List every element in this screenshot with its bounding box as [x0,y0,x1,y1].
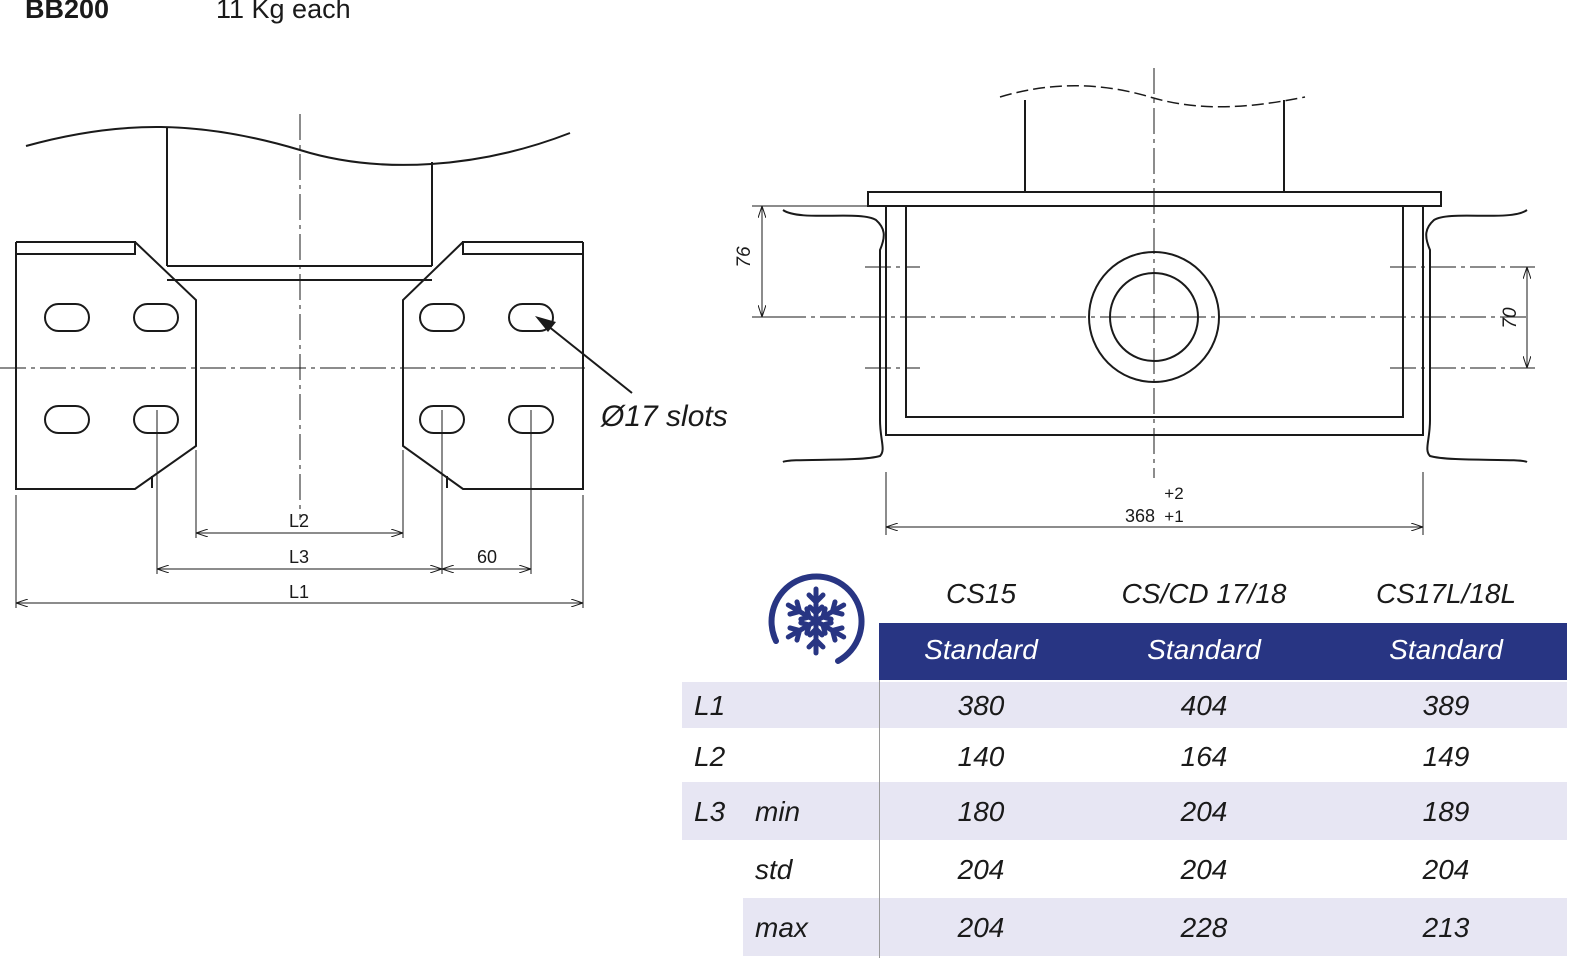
snowflake-icon [768,573,865,664]
tol-minus-label: +1 [1164,507,1183,526]
dim-60-label: 60 [477,547,497,567]
right-bracket [402,241,584,490]
table-cell: 204 [957,912,1005,943]
row-sublabel: max [755,912,808,943]
slot-note: Ø17 slots [600,400,728,433]
subheader-standard: Standard [1389,634,1503,665]
table-cell: 204 [1180,854,1228,885]
row-sublabel: std [755,854,793,885]
col-header-cscd: CS/CD 17/18 [1121,578,1287,609]
table-cell: 164 [1180,741,1228,772]
right-break-line [999,85,1306,108]
col-header-cs17l: CS17L/18L [1375,578,1517,609]
product-code: BB200 [25,0,110,24]
dim-76-label: 76 [734,246,755,268]
tol-plus-label: +2 [1164,484,1183,503]
table-cell: 389 [1422,690,1470,721]
header-band [879,623,1567,680]
subheader-standard: Standard [924,634,1038,665]
left-bracket [15,241,197,490]
col-header-cs15: CS15 [945,578,1017,609]
table-cell: 213 [1422,912,1470,943]
row-label: L1 [694,690,726,721]
dim-l3-label: L3 [289,547,309,567]
dim-l1-label: L1 [289,582,309,602]
product-weight: 11 Kg each [216,0,351,24]
table-cell: 380 [957,690,1005,721]
table-cell: 189 [1422,796,1470,827]
right-view [782,100,1528,463]
left-upright [782,209,885,463]
table-cell: 140 [957,741,1005,772]
table-divider [879,680,880,958]
row-label: L3 [694,796,726,827]
table-row-shade [682,682,1567,728]
table-cell: 180 [957,796,1005,827]
dim-l2-label: L2 [289,511,309,531]
table-row-shade [743,898,1567,956]
table-cell: 149 [1422,741,1470,772]
table-cell: 204 [1180,796,1228,827]
table-cell: 404 [1180,690,1228,721]
right-upright [1425,209,1528,463]
subheader-standard: Standard [1147,634,1261,665]
dim-368-label: 368 [1125,506,1155,526]
table-cell: 228 [1180,912,1228,943]
dim-70-label: 70 [1500,307,1521,329]
table-cell: 204 [1422,854,1470,885]
table-row-shade [682,782,1567,840]
table-cell: 204 [957,854,1005,885]
row-label: L2 [694,741,726,772]
row-sublabel: min [755,796,801,827]
left-break-line [25,125,571,166]
